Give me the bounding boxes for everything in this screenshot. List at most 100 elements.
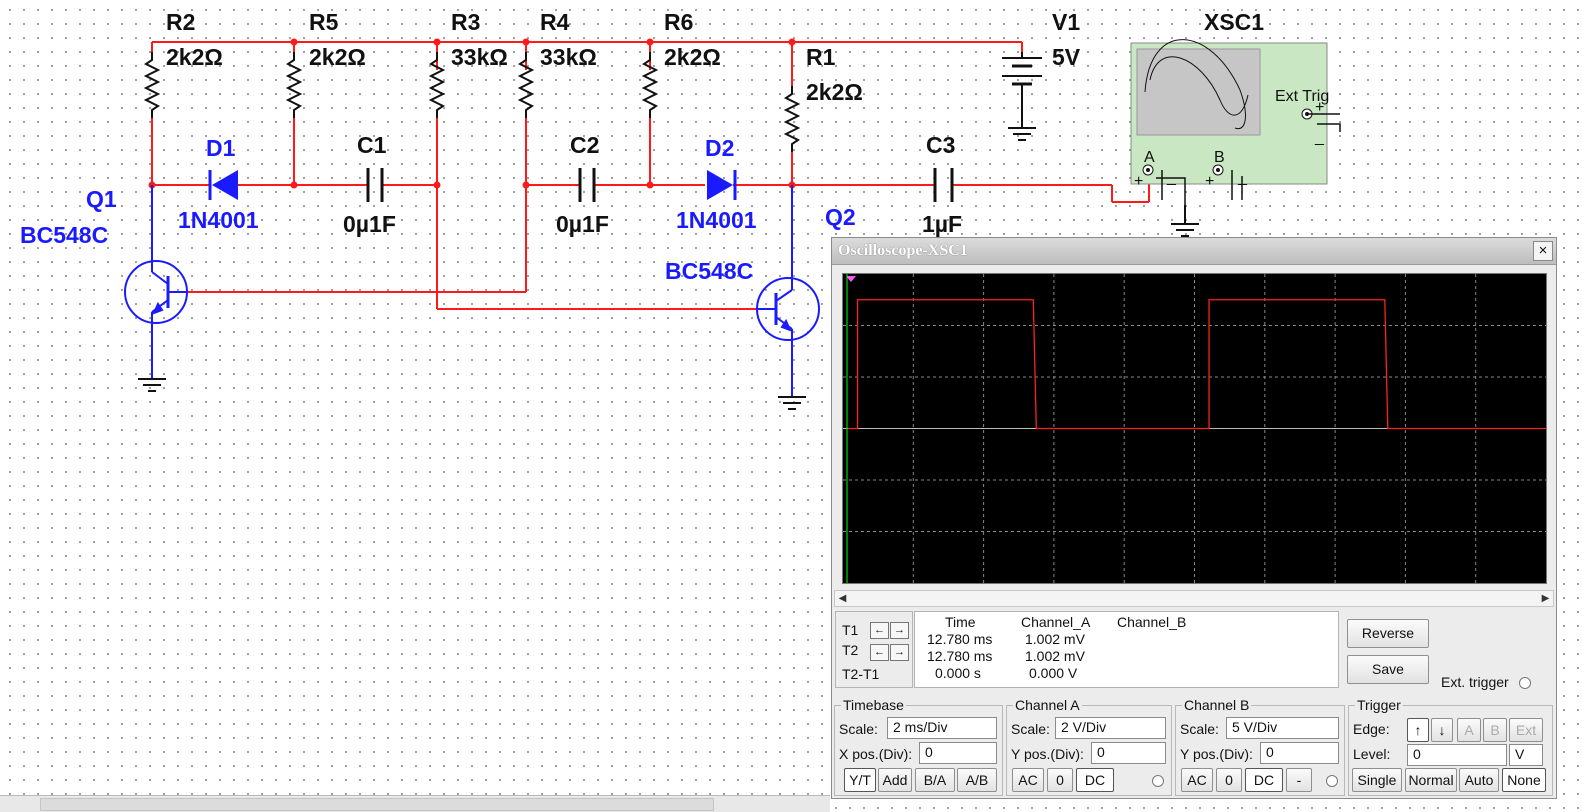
label-r6-value: 2k2Ω [664,44,721,70]
label-r1-ref: R1 [806,44,836,70]
resistor-r4[interactable] [517,52,535,118]
mode-ba-button[interactable]: B/A [915,768,955,792]
trigger-source-ext-button[interactable]: Ext [1509,718,1543,742]
label-r2-ref: R2 [166,9,195,35]
trigger-level-field[interactable]: 0 [1407,744,1507,766]
channel-b-scale-field[interactable]: 5 V/Div [1226,717,1339,739]
channel-a-radio[interactable] [1152,775,1164,787]
workspace-horizontal-scrollbar[interactable] [0,795,830,812]
channel-b-ypos-field[interactable]: 0 [1260,742,1339,764]
mode-ab-button[interactable]: A/B [957,768,997,792]
cursor-control-panel: T1 ← → T2 ← → T2-T1 [835,611,913,688]
label-terminal-a: A [1144,149,1155,166]
channel-b-radio[interactable] [1326,775,1338,787]
channel-a-scale-label: Scale: [1011,721,1050,737]
label-terminal-b-plus: + [1205,173,1214,190]
resistor-r6[interactable] [641,52,659,118]
resistor-r3[interactable] [428,52,446,118]
channel-a-ypos-field[interactable]: 0 [1091,742,1166,764]
trigger-source-a-button[interactable]: A [1457,718,1481,742]
diode-d1[interactable] [208,170,238,200]
resistor-r2[interactable] [143,52,161,118]
edge-falling-icon[interactable]: ↓ [1431,718,1453,742]
label-r1-value: 2k2Ω [806,79,863,105]
diode-d2[interactable] [707,170,737,200]
oscilloscope-title-bar[interactable]: Oscilloscope-XSC1 × [832,238,1556,265]
save-button[interactable]: Save [1347,655,1429,684]
t1-left-arrow-icon[interactable]: ← [870,622,889,639]
trigger-normal-button[interactable]: Normal [1405,768,1457,792]
channel-b-dc-button[interactable]: DC [1245,768,1283,792]
label-r5-ref: R5 [309,9,339,35]
channel-b-zero-button[interactable]: 0 [1216,768,1242,792]
label-r5-value: 2k2Ω [309,44,366,70]
trigger-level-label: Level: [1353,746,1391,762]
readout-diff-channel-a: 0.000 V [1029,665,1078,681]
t2-left-arrow-icon[interactable]: ← [870,644,889,661]
junctions [148,38,796,189]
label-c1-value: 0µ1F [343,211,396,237]
channel-a-zero-button[interactable]: 0 [1047,768,1073,792]
timebase-scale-label: Scale: [839,721,878,737]
label-terminal-a-minus: _ [1166,169,1177,186]
mode-yt-button[interactable]: Y/T [844,768,876,792]
label-xsc1-ref: XSC1 [1204,9,1264,35]
close-button[interactable]: × [1533,241,1553,261]
trigger-title: Trigger [1355,697,1403,713]
t1-right-arrow-icon[interactable]: → [890,622,909,639]
reverse-button[interactable]: Reverse [1347,619,1429,648]
cursor-t1-marker [846,276,856,282]
transistor-q1[interactable] [124,185,188,378]
trigger-single-button[interactable]: Single [1352,768,1402,792]
channel-b-ac-button[interactable]: AC [1181,768,1213,792]
label-d1-ref: D1 [206,135,236,161]
label-c2-ref: C2 [570,132,599,158]
label-r4-ref: R4 [540,9,570,35]
label-r3-value: 33kΩ [451,44,508,70]
label-q1-ref: Q1 [86,186,117,212]
trigger-none-button[interactable]: None [1502,768,1546,792]
mode-add-button[interactable]: Add [878,768,912,792]
label-c2-value: 0µ1F [556,211,609,237]
timebase-group: Timebase Scale: 2 ms/Div X pos.(Div): 0 … [834,697,1003,796]
label-r4-value: 33kΩ [540,44,597,70]
channel-b-minus-button[interactable]: - [1286,768,1312,792]
edge-rising-icon[interactable]: ↑ [1407,718,1429,742]
readout-header-channel-a: Channel_A [1021,614,1091,630]
label-ext-trig-plus: + [1315,99,1324,116]
label-c1-ref: C1 [357,132,387,158]
scrollbar-thumb[interactable] [40,798,714,811]
readout-t2-channel-a: 1.002 mV [1025,648,1085,664]
scroll-left-icon[interactable]: ◀ [838,593,847,604]
channel-a-dc-button[interactable]: DC [1076,768,1114,792]
label-d2-ref: D2 [705,135,734,161]
channel-b-title: Channel B [1182,697,1252,713]
timebase-scale-field[interactable]: 2 ms/Div [887,717,997,739]
oscilloscope-xsc1-symbol[interactable] [1130,39,1341,205]
readout-header-channel-b: Channel_B [1117,614,1187,630]
label-r3-ref: R3 [451,9,480,35]
oscilloscope-screen[interactable] [842,273,1587,584]
t2-right-arrow-icon[interactable]: → [890,644,909,661]
channel-a-group: Channel A Scale: 2 V/Div Y pos.(Div): 0 … [1006,697,1172,796]
channel-b-group: Channel B Scale: 5 V/Div Y pos.(Div): 0 … [1175,697,1345,796]
trigger-level-unit[interactable]: V [1509,744,1543,766]
capacitors [366,168,954,202]
battery-v1[interactable] [1002,52,1042,100]
label-c3-value: 1µF [922,211,962,237]
channel-a-scale-field[interactable]: 2 V/Div [1055,717,1166,739]
screen-scrollbar[interactable]: ◀ ▶ [834,590,1554,607]
readout-t1-channel-a: 1.002 mV [1025,631,1085,647]
transistor-q2[interactable] [756,185,820,396]
ext-trigger-radio[interactable] [1519,677,1531,689]
oscilloscope-window[interactable]: Oscilloscope-XSC1 × ◀ ▶ T1 ← → T2 ← → T2… [831,237,1587,799]
scroll-right-icon[interactable]: ▶ [1541,593,1550,604]
label-ext-trig-minus: _ [1314,129,1325,146]
resistor-r1[interactable] [783,86,801,152]
trigger-source-b-button[interactable]: B [1483,718,1507,742]
resistor-r5[interactable] [285,52,303,118]
trigger-edge-label: Edge: [1353,721,1390,737]
channel-a-ac-button[interactable]: AC [1012,768,1044,792]
trigger-auto-button[interactable]: Auto [1459,768,1499,792]
timebase-xpos-field[interactable]: 0 [919,742,997,764]
